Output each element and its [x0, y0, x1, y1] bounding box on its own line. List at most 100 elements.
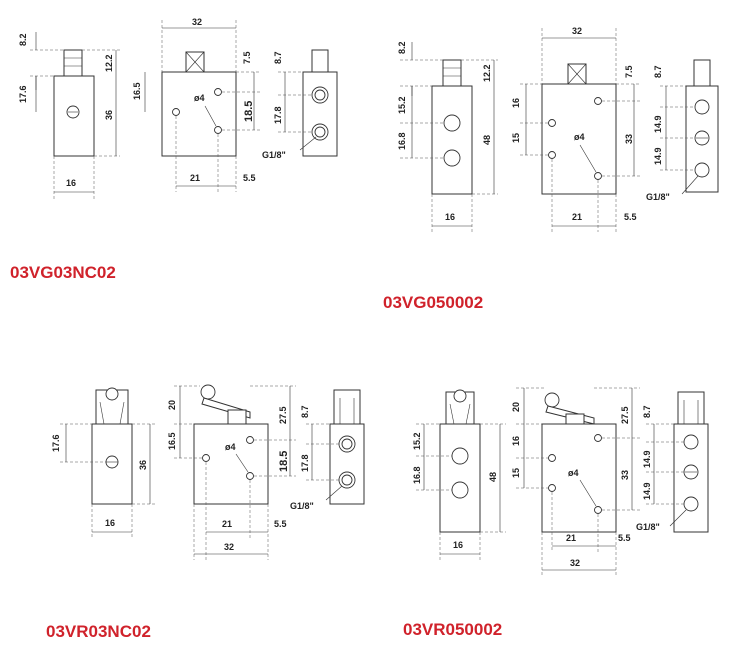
m2-port-icon [694, 162, 710, 178]
m3-dim-16-5: 16.5 [167, 432, 177, 450]
m4-dim-48: 48 [488, 472, 498, 482]
m2-plunger [442, 59, 462, 87]
m4-dim-27-5: 27.5 [620, 406, 630, 424]
m4-roller-icon [453, 389, 467, 403]
m2-side-body [431, 85, 473, 195]
m4-front-roller-icon [544, 392, 560, 408]
m3-dim-diam-4: ø4 [225, 442, 236, 452]
m4-dim-33: 33 [620, 470, 630, 480]
m3-mount-hole-icon [202, 454, 210, 462]
m4-dim-16-8: 16.8 [412, 466, 422, 484]
m2-dim-14-9-a: 14.9 [653, 115, 663, 133]
m1-dim-12-2: 12.2 [104, 54, 114, 72]
m1-dim-8-2: 8.2 [18, 33, 28, 46]
m4-port-icon [451, 481, 469, 499]
m2-dim-8-2: 8.2 [397, 41, 407, 54]
m4-mount-hole-icon [594, 434, 602, 442]
m4-side-body [439, 423, 481, 533]
m2-port-plunger [693, 59, 711, 87]
m4-mount-hole-icon [548, 484, 556, 492]
m3-thread-g18: G1/8" [290, 501, 314, 511]
m2-port-view: 8.7 14.9 14.9 G1/8" [646, 59, 719, 202]
m4-front-plunger [565, 413, 585, 425]
m4-dim-16-top: 16 [511, 436, 521, 446]
m3-dim-17-8: 17.8 [300, 454, 310, 472]
m2-port-icon [694, 99, 710, 115]
m3-dim-17-6: 17.6 [51, 434, 61, 452]
m3-dim-18-5: 18.5 [278, 451, 290, 472]
m2-dim-diam-4: ø4 [574, 132, 585, 142]
m2-dim-16: 16 [445, 212, 455, 222]
m3-port-roller [333, 389, 361, 425]
m2-port-icon [443, 114, 461, 132]
m1-dim-21: 21 [190, 173, 200, 183]
m4-mount-hole-icon [594, 506, 602, 514]
m3-dim-36: 36 [138, 460, 148, 470]
m1-port-inner-icon [314, 126, 326, 138]
m4-dim-21: 21 [566, 533, 576, 543]
m3-dim-20: 20 [167, 400, 177, 410]
m3-dim-32: 32 [224, 542, 234, 552]
m4-dim-diam-4: ø4 [568, 468, 579, 478]
model-4-drawing: 15.2 16.8 48 16 ø4 20 16 [412, 387, 709, 576]
m3-dim-16: 16 [105, 518, 115, 528]
m3-mount-hole-icon [246, 436, 254, 444]
m2-dim-12-2: 12.2 [482, 64, 492, 82]
m4-dim-8-7: 8.7 [642, 405, 652, 418]
m2-dim-5-5: 5.5 [624, 212, 637, 222]
m3-dim-5-5: 5.5 [274, 519, 287, 529]
m4-dim-5-5: 5.5 [618, 533, 631, 543]
m3-dim-8-7: 8.7 [300, 405, 310, 418]
m2-mount-hole-icon [548, 151, 556, 159]
m4-dim-16: 16 [453, 540, 463, 550]
m3-roller-icon [105, 387, 119, 401]
m1-thread-g18: G1/8" [262, 150, 286, 160]
m1-dim-17-8: 17.8 [273, 106, 283, 124]
m4-port-icon [683, 496, 699, 512]
m2-dim-48: 48 [482, 135, 492, 145]
m2-front-view: ø4 32 16 15 7.5 33 21 5.5 [511, 26, 640, 232]
model-label-1: 03VG03NC02 [10, 263, 116, 282]
m1-mount-hole-icon [214, 126, 222, 134]
m2-mount-hole-icon [548, 119, 556, 127]
m4-dim-14-9-b: 14.9 [642, 482, 652, 500]
m1-dim-17-6: 17.6 [18, 85, 28, 103]
m3-port-view: 8.7 17.8 G1/8" [290, 389, 365, 511]
m4-dim-20: 20 [511, 402, 521, 412]
m4-port-icon [451, 447, 469, 465]
m1-dim-8-7: 8.7 [273, 51, 283, 64]
m1-port-body [302, 71, 338, 157]
m1-dim-7-5: 7.5 [242, 51, 252, 64]
m3-mount-hole-icon [246, 472, 254, 480]
m4-side-view: 15.2 16.8 48 16 [412, 389, 506, 560]
m2-dim-15-2: 15.2 [397, 96, 407, 114]
m4-port-roller [677, 391, 705, 425]
model-3-drawing: 17.6 36 16 ø4 20 16.5 27.5 [51, 384, 365, 560]
m1-dim-32: 32 [192, 17, 202, 27]
m2-dim-33: 33 [624, 134, 634, 144]
m2-dim-14-9-b: 14.9 [653, 147, 663, 165]
model-1-drawing: 8.2 17.6 12.2 36 16 ø4 32 [18, 17, 338, 200]
m1-front-view: ø4 32 16.5 7.5 18.5 21 5.5 [132, 17, 260, 192]
m1-dim-16: 16 [66, 178, 76, 188]
m1-dim-36: 36 [104, 110, 114, 120]
m3-front-plunger [227, 409, 247, 425]
m4-thread-g18: G1/8" [636, 522, 660, 532]
m1-mount-hole-icon [214, 88, 222, 96]
m1-port-view: 8.7 17.8 G1/8" [262, 49, 338, 160]
m4-mount-hole-icon [548, 454, 556, 462]
m2-thread-g18: G1/8" [646, 192, 670, 202]
m2-side-view: 8.2 15.2 16.8 12.2 48 16 [397, 41, 498, 232]
m2-port-icon [443, 149, 461, 167]
m4-port-icon [683, 434, 699, 450]
m4-dim-32: 32 [570, 558, 580, 568]
m3-front-body [193, 423, 269, 505]
m2-front-body [541, 83, 617, 195]
m3-port-inner-icon [341, 438, 353, 450]
model-2-drawing: 8.2 15.2 16.8 12.2 48 16 ø4 [397, 26, 719, 232]
m4-dim-14-9-a: 14.9 [642, 450, 652, 468]
m3-dim-21: 21 [222, 519, 232, 529]
m2-dim-7-5: 7.5 [624, 65, 634, 78]
m2-dim-15: 15 [511, 133, 521, 143]
